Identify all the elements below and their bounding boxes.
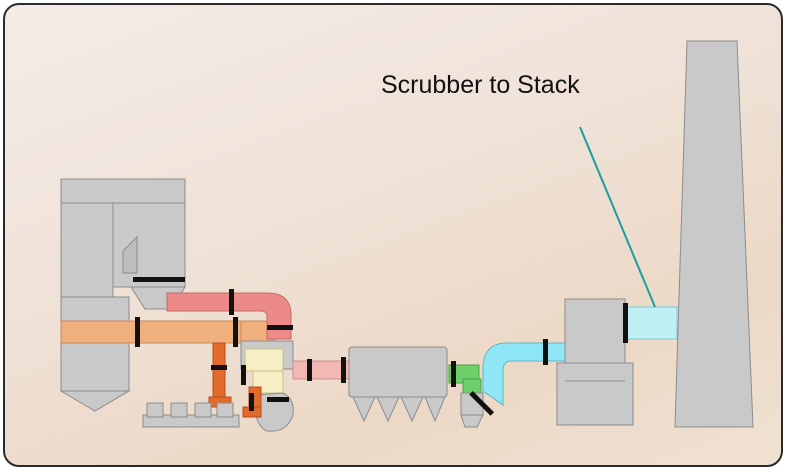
mill-base [142,414,240,428]
precipitator-hopper-3 [400,396,424,423]
damper-orange-left [211,365,227,370]
boiler-cap [60,178,186,204]
orange-duct-left [212,342,226,404]
damper-air-heater-bottom [267,397,289,402]
precipitator-body [348,346,448,398]
callout-pointer-line [579,126,656,308]
diagram-frame: Scrubber to Stack [3,3,783,467]
fan-scroll [254,392,294,432]
precipitator-hopper-4 [424,396,446,423]
damper-red-duct [229,289,234,315]
scrubber-bottom [556,362,634,426]
boiler-upper-right [112,202,186,288]
damper-stack-inlet [623,303,628,343]
damper-orange-right [249,393,254,411]
yellow-duct-upper [244,348,284,372]
process-flow-diagram [59,40,754,432]
damper-hopper-bottom [133,277,185,282]
mill-1 [146,402,164,418]
damper-red-drop [267,325,293,330]
damper-tan-duct-right [233,317,238,347]
id-fan-section [448,364,484,428]
damper-fan-diagonal [469,390,495,416]
damper-tan-duct-left [135,317,140,347]
primary-air-duct [60,320,276,344]
precipitator [348,346,448,423]
damper-cyan-duct [543,339,548,365]
boiler-nose [122,235,138,274]
mill-4 [216,402,234,418]
precipitator-hopper-1 [352,396,376,423]
mill-2 [170,402,188,418]
damper-precip-outlet [451,361,456,387]
red-duct [166,292,292,340]
orange-ducts [208,342,262,418]
air-heater [240,340,294,432]
boiler [59,178,186,412]
damper-pink-duct [307,359,312,381]
boiler-upper-left [60,202,114,300]
scrubber [556,298,634,426]
precipitator-hopper-2 [376,396,400,423]
callout-label: Scrubber to Stack [381,71,580,99]
mill-3 [194,402,212,418]
scrubber-to-stack-duct [624,306,678,340]
boiler-lower-body [60,296,130,392]
tan-duct-main [60,320,242,344]
scrubber-top [564,298,626,364]
cyan-duct [482,342,566,406]
damper-precip-inlet [341,357,346,383]
mill-row [142,402,240,428]
stack [674,40,754,428]
damper-yellow-top [241,365,246,385]
dampers [133,277,628,416]
id-fan-base [460,414,484,428]
boiler-bottom-hopper [59,390,131,412]
green-duct-drop [462,378,482,394]
